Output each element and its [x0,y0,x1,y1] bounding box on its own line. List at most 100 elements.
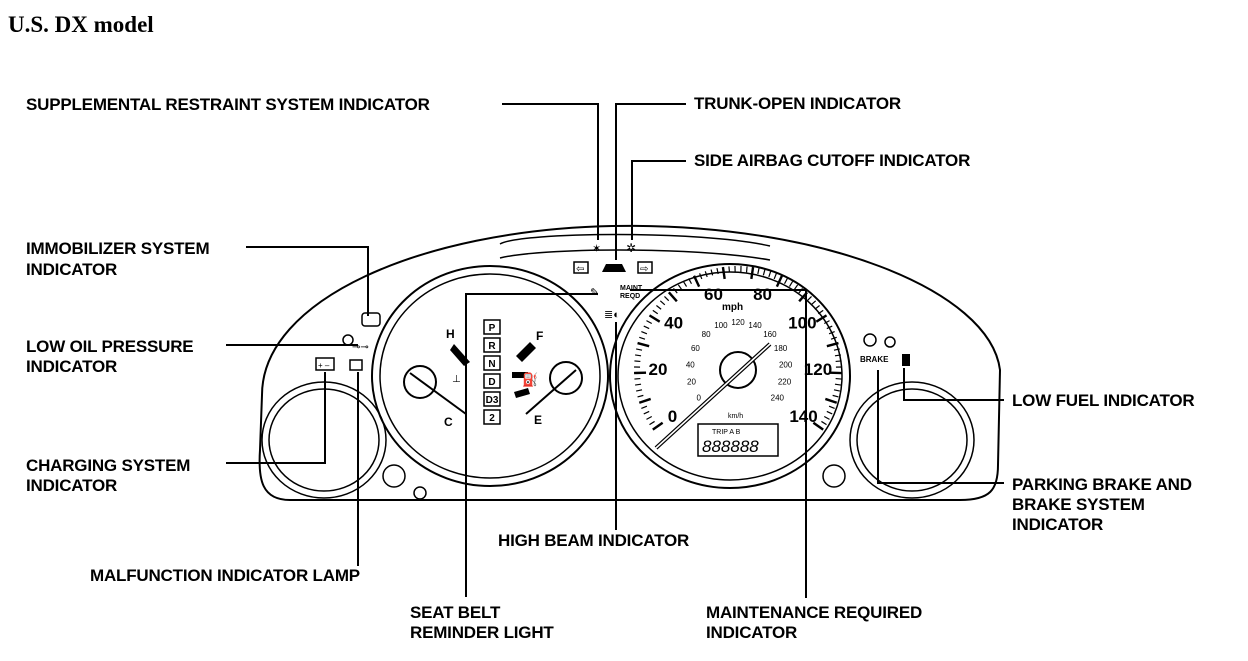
fuel-gauge: F E ⛽ [512,329,582,427]
kmh-tick-label: 40 [686,360,695,369]
mil-icon [350,360,362,370]
speedo-tick [653,423,663,430]
label-brake-2: BRAKE SYSTEM [1012,495,1145,514]
speedo-tick [729,266,730,272]
fuel-empty-label: E [534,413,542,427]
trunk-car-icon [602,264,626,272]
speedo-tick [827,411,832,414]
label-seatbelt-2: REMINDER LIGHT [410,623,554,642]
kmh-tick-label: 20 [687,378,696,387]
side-airbag-icon: ✲ [626,241,636,255]
speedo-tick [646,321,651,324]
label-charging-2: INDICATOR [26,476,117,495]
mph-tick-label: 80 [753,285,772,304]
speedo-tick [646,417,651,420]
speedo-tick [638,395,644,397]
kmh-tick-label: 180 [774,344,788,353]
immobilizer-icon [362,313,380,326]
speedo-tick [683,281,686,286]
temp-cold-label: C [444,415,453,429]
speedo-tick [825,399,836,403]
high-beam-icon: ≣◐ [604,309,620,321]
label-immobilizer-2: INDICATOR [26,260,117,279]
kmh-tick-label: 220 [778,378,792,387]
svg-text:⇨: ⇨ [640,264,648,275]
mph-tick-label: 60 [704,285,723,304]
speedo-tick [723,267,725,279]
speedo-tick [833,395,839,397]
gear-label: D3 [486,395,499,406]
svg-text:⇦: ⇦ [576,264,584,275]
speedo-tick [836,361,842,362]
speedo-tick [641,406,647,408]
speedo-tick [807,296,811,300]
speedo-tick [811,301,815,305]
left-gauge-bezel [372,266,608,486]
mph-tick-label: 140 [789,407,817,426]
label-seatbelt-1: SEAT BELT [410,603,501,622]
speedo-tick [824,417,829,420]
speedo-tick [634,361,640,362]
label-maint-2: INDICATOR [706,623,797,642]
kmh-tick-label: 200 [779,360,793,369]
kmh-tick-label: 120 [731,318,745,327]
trip-label: TRIP A B [712,429,741,436]
speedo-tick [758,268,759,274]
mph-tick-label: 120 [804,360,832,379]
label-side-airbag: SIDE AIRBAG CUTOFF INDICATOR [694,151,970,170]
speedo-tick [829,406,835,408]
gear-label: 2 [489,413,495,424]
speedo-tick [769,271,771,277]
speedo-tick [669,292,677,301]
speedo-tick [653,310,658,313]
kmh-tick-label: 160 [763,330,777,339]
odometer-value: 888888 [702,437,759,456]
speedo-tick [639,399,650,403]
speedo-tick [649,315,659,321]
label-charging-1: CHARGING SYSTEM [26,456,190,475]
speedo-tick [649,421,654,424]
kmh-tick-label: 60 [691,344,700,353]
gear-label: D [488,377,495,388]
dimmer-knob [414,487,426,499]
coolant-icon: ⊥ [452,374,461,385]
label-immobilizer-1: IMMOBILIZER SYSTEM [26,239,209,258]
trip-knob-left [383,465,405,487]
speedo-tick [660,301,664,305]
speedo-tick [836,379,842,380]
label-oil-1: LOW OIL PRESSURE [26,337,193,356]
label-srs: SUPPLEMENTAL RESTRAINT SYSTEM INDICATOR [26,95,430,114]
speedo-tick [815,305,820,309]
kmh-tick-label: 240 [771,394,785,403]
mph-tick-label: 20 [649,360,668,379]
diagram-title: U.S. DX model [8,12,154,37]
brake-tag: BRAKE [860,355,889,364]
speedo-tick [639,337,645,339]
low-fuel-icon [902,354,910,366]
kmh-tick-label: 100 [714,321,728,330]
speedo-tick [634,379,640,380]
speedo-tick [656,305,661,309]
fuel-full-label: F [536,329,543,343]
mph-unit: mph [722,302,743,313]
label-high-beam: HIGH BEAM INDICATOR [498,531,689,550]
label-brake-1: PARKING BRAKE AND [1012,475,1192,494]
speedo-tick [774,273,776,279]
label-maint-1: MAINTENANCE REQUIRED [706,603,922,622]
temp-hot-label: H [446,327,455,341]
speedo-tick [664,296,668,300]
speedo-tick [789,281,792,286]
kmh-tick-label: 0 [696,394,701,403]
trip-knob-right [823,465,845,487]
label-oil-2: INDICATOR [26,357,117,376]
speedo-tick [835,384,841,385]
speedo-tick [635,384,641,385]
speedo-tick [763,270,765,276]
srs-icon: ✶ [592,243,601,255]
speedo-tick [751,267,753,279]
svg-text:+ –: + – [318,361,330,370]
